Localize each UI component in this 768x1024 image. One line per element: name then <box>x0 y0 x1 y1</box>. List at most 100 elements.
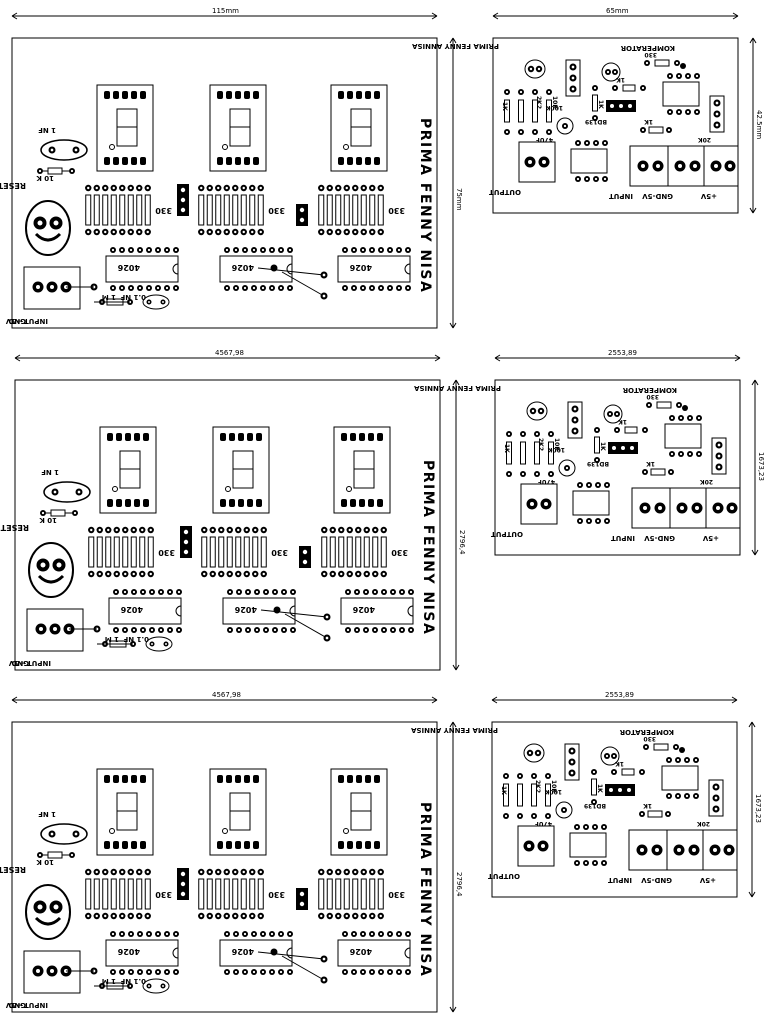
display-pin <box>226 841 232 849</box>
width-dimension: 4567,98 <box>212 691 241 699</box>
ic-body <box>105 939 179 967</box>
pad-hole <box>608 412 612 416</box>
pad-hole <box>668 74 672 78</box>
pad-hole <box>676 758 680 762</box>
pad-hole <box>228 572 231 576</box>
pad-hole <box>362 186 365 190</box>
pad-hole <box>615 412 619 416</box>
resistor-label: 1K <box>599 442 606 451</box>
pad-hole <box>159 628 163 632</box>
pad-hole <box>242 186 245 190</box>
pad-hole <box>270 248 274 252</box>
pad-hole <box>322 957 326 961</box>
pad-hole <box>675 61 679 65</box>
resistor-value-label: 330 <box>268 890 285 899</box>
resistor-body <box>335 194 342 226</box>
pad-hole <box>112 914 115 918</box>
pad-hole <box>379 248 383 252</box>
reset-button <box>25 884 71 940</box>
header-pin <box>180 207 186 213</box>
height-dimension: 2796,4 <box>458 530 466 555</box>
pad-hole <box>320 230 323 234</box>
capacitor-outline <box>556 117 574 135</box>
resistor-body <box>594 436 600 454</box>
pad-hole <box>220 528 223 532</box>
pad-hole <box>95 914 98 918</box>
pad-hole <box>374 572 377 576</box>
resistor-body <box>372 536 379 568</box>
trace <box>281 271 325 297</box>
resistor-body <box>209 536 216 568</box>
pad-hole <box>114 590 118 594</box>
terminal-outline <box>703 145 739 187</box>
pad-hole <box>352 286 356 290</box>
pad-hole <box>371 230 374 234</box>
pad-hole <box>149 572 152 576</box>
ic-label: 4026 <box>349 263 372 272</box>
reset-label: RESET <box>0 865 26 874</box>
pad-hole <box>373 590 377 594</box>
pad-hole <box>361 932 365 936</box>
resistor-body <box>232 878 239 910</box>
transistor-outline <box>526 401 548 421</box>
pad-hole <box>640 812 644 816</box>
display-pin <box>253 775 259 783</box>
transistor-label: BD139 <box>584 802 606 809</box>
ic-chip: 4026 <box>337 931 411 975</box>
display-pin <box>217 841 223 849</box>
dimension-arrowhead <box>749 207 757 214</box>
pad-hole <box>225 932 229 936</box>
display-pin <box>350 499 356 507</box>
pad-hole <box>242 914 245 918</box>
pad-hole <box>104 870 107 874</box>
resistor-body <box>343 194 350 226</box>
pad-hole <box>595 428 599 432</box>
pad-hole <box>243 932 247 936</box>
display-pin <box>347 157 353 165</box>
pad-hole <box>242 870 245 874</box>
pad-hole <box>677 110 681 114</box>
transistor-outline <box>603 404 623 424</box>
pad-hole <box>592 800 596 804</box>
display-pin <box>377 433 383 441</box>
output-label: OUTPUT <box>488 872 520 880</box>
pad-hole <box>345 186 348 190</box>
capacitor-label: 1 NF <box>41 468 59 476</box>
capacitor-outline <box>40 823 88 845</box>
resistor-label: 10K <box>550 780 557 793</box>
display-pin <box>229 433 235 441</box>
pad-hole <box>129 286 133 290</box>
resistor-body <box>113 536 120 568</box>
pad-hole <box>156 970 160 974</box>
pad-hole <box>38 169 42 173</box>
pad-hole <box>112 870 115 874</box>
gnd-label: GND-5V <box>641 876 672 884</box>
pad-hole <box>251 914 254 918</box>
display-pin <box>226 157 232 165</box>
display-pin <box>131 775 137 783</box>
pad-hole <box>328 914 331 918</box>
pad-hole <box>533 130 537 134</box>
display-pin <box>253 841 259 849</box>
pad-hole <box>697 416 701 420</box>
resistor-bank: 330 <box>318 868 405 920</box>
resistor-label: 1K <box>596 784 603 793</box>
button-mouth <box>37 574 65 584</box>
pad-hole <box>345 230 348 234</box>
pad-hole <box>679 452 683 456</box>
pot-label: 20K <box>697 820 710 827</box>
resistor-body <box>105 536 112 568</box>
pad-hole <box>400 590 404 594</box>
ic-body <box>662 81 700 107</box>
pad-hole <box>352 970 356 974</box>
display-pin <box>374 157 380 165</box>
pad-hole <box>53 490 57 494</box>
pad-hole <box>120 970 124 974</box>
pad-hole <box>532 814 536 818</box>
pad-hole <box>715 112 719 116</box>
resistor-body <box>144 878 151 910</box>
pad-hole <box>645 61 649 65</box>
display-pin <box>104 157 110 165</box>
ic-notch <box>175 605 182 617</box>
